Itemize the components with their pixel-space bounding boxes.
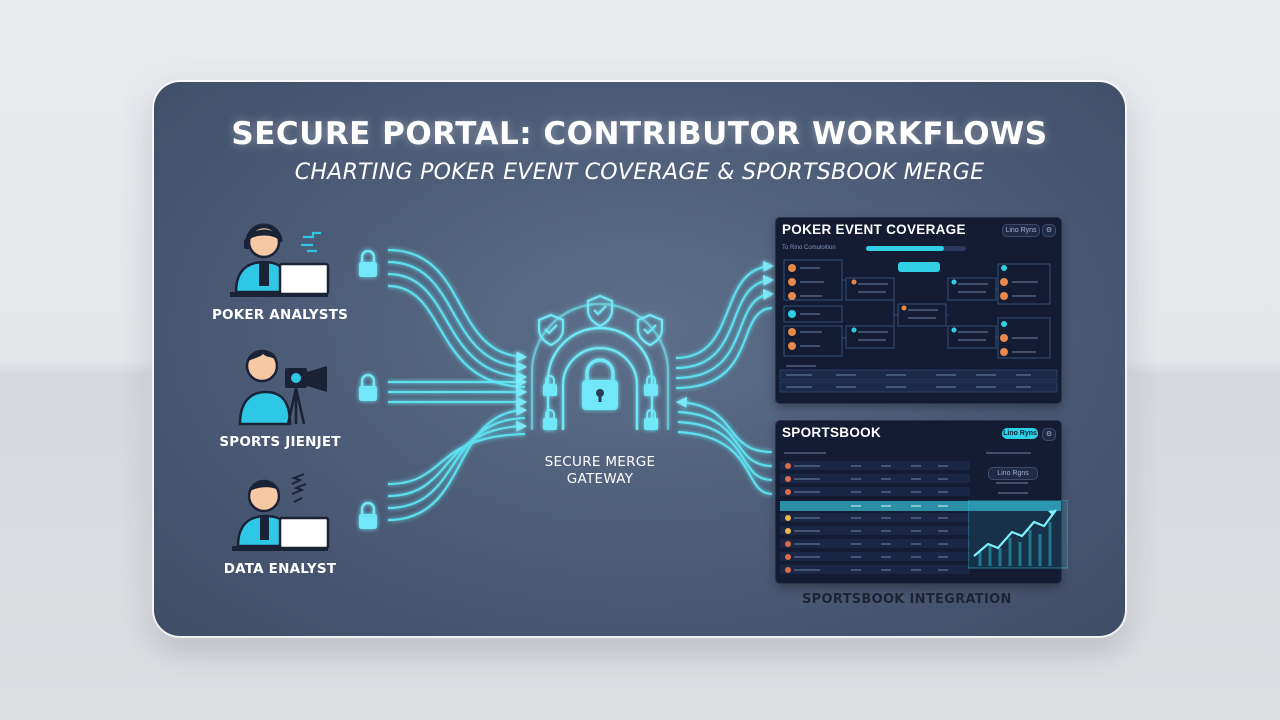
sportsbook-screen-title: SPORTSBOOK xyxy=(782,425,882,440)
bracket-graphic xyxy=(779,259,1058,393)
shield-icon xyxy=(636,313,664,347)
role-label-sports-journalist: SPORTS JIENJET xyxy=(219,434,341,450)
poker-analyst-icon xyxy=(230,223,330,297)
page-subtitle: CHARTING POKER EVENT COVERAGE & SPORTSBO… xyxy=(294,160,985,185)
lock-icon xyxy=(359,373,377,401)
shield-icon xyxy=(537,313,565,347)
role-label-poker-analysts: POKER ANALYSTS xyxy=(211,307,349,323)
poker-screen-title: POKER EVENT COVERAGE xyxy=(782,222,966,237)
settings-icon[interactable]: ⚙ xyxy=(1042,224,1056,237)
connector-bundle-right-bottom xyxy=(675,396,773,496)
gateway-lock-icon xyxy=(582,358,618,410)
live-pill[interactable]: Lino Ryns xyxy=(1002,428,1038,439)
role-label-data-analyst: DATA ENALYST xyxy=(223,561,337,577)
settings-icon[interactable]: ⚙ xyxy=(1042,428,1056,441)
lock-icon xyxy=(359,501,377,529)
odds-table-graphic xyxy=(780,452,1061,574)
trend-chart-icon xyxy=(968,500,1068,569)
live-badge: Lino Rgns xyxy=(988,467,1038,480)
poker-coverage-screen[interactable]: POKER EVENT COVERAGE Lino Ryns ⚙ To Rino… xyxy=(776,218,1061,403)
lock-icon xyxy=(543,375,658,430)
poker-screen-subtitle: To Rino Comuloition xyxy=(782,245,836,251)
progress-bar xyxy=(866,246,966,251)
live-pill[interactable]: Lino Ryns xyxy=(1002,224,1040,237)
shield-icon xyxy=(586,294,614,328)
connector-bundle-top xyxy=(387,248,528,389)
sportsbook-integration-label: SPORTSBOOK INTEGRATION xyxy=(802,592,1012,607)
sportsbook-screen[interactable]: SPORTSBOOK Lino Ryns ⚙ Lino Rgns xyxy=(776,421,1061,583)
data-analyst-icon xyxy=(232,473,330,551)
sports-journalist-icon xyxy=(238,349,327,426)
connector-bundle-bottom xyxy=(387,404,528,522)
connector-bundle-right-top xyxy=(675,260,775,390)
gateway-label: SECURE MERGE GATEWAY xyxy=(544,454,656,487)
gateway-arches xyxy=(530,302,670,430)
connector-bundle-middle xyxy=(388,376,528,408)
page-title: SECURE PORTAL: CONTRIBUTOR WORKFLOWS xyxy=(231,116,1048,152)
lock-icon xyxy=(359,249,377,277)
